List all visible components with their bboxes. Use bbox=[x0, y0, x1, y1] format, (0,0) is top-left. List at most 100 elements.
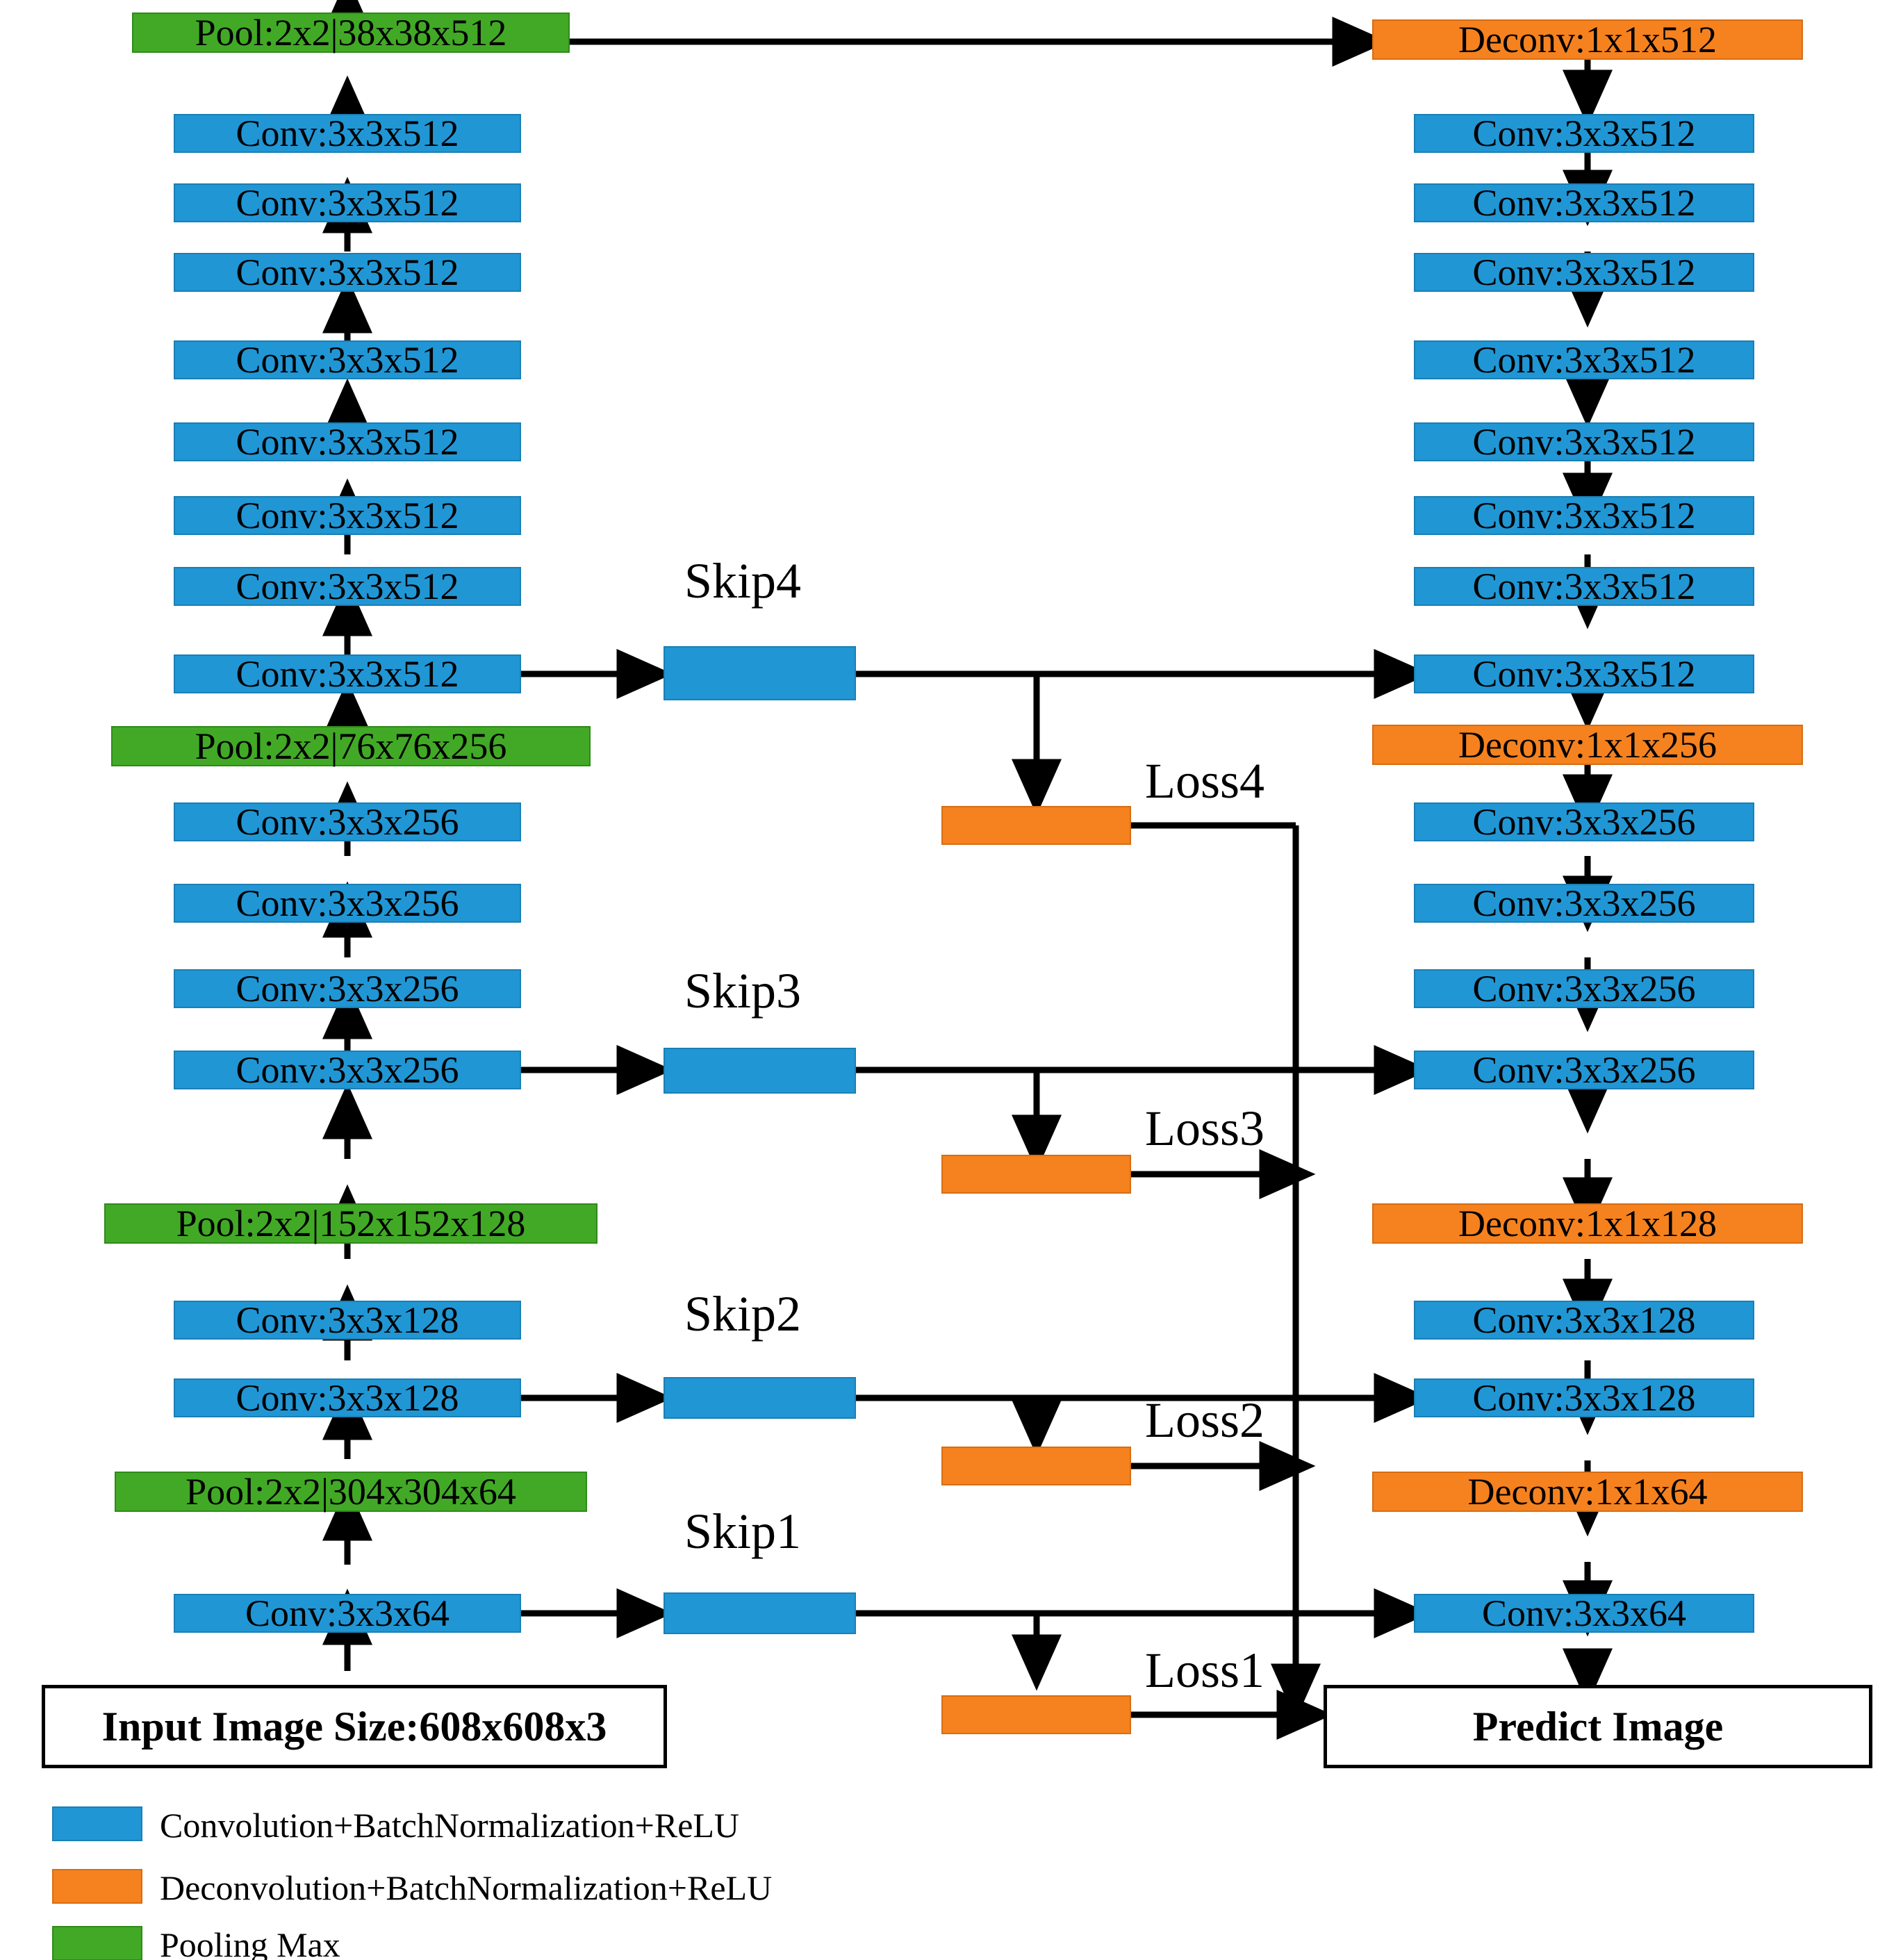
layer-label: Conv:3x3x512 bbox=[1472, 339, 1696, 381]
skip2-box[interactable] bbox=[664, 1377, 856, 1419]
decoder-conv-512-2[interactable]: Conv:3x3x512 bbox=[1414, 183, 1754, 222]
encoder-conv-512-3[interactable]: Conv:3x3x512 bbox=[174, 496, 521, 535]
decoder-deconv-64[interactable]: Deconv:1x1x64 bbox=[1372, 1472, 1803, 1512]
legend-swatch-pool bbox=[52, 1926, 142, 1960]
decoder-conv-512-6[interactable]: Conv:3x3x512 bbox=[1414, 496, 1754, 535]
decoder-conv-512-3[interactable]: Conv:3x3x512 bbox=[1414, 253, 1754, 292]
encoder-conv-256-2[interactable]: Conv:3x3x256 bbox=[174, 969, 521, 1008]
layer-label: Conv:3x3x256 bbox=[1472, 801, 1696, 843]
layer-label: Conv:3x3x512 bbox=[1472, 566, 1696, 607]
legend-swatch-conv bbox=[52, 1806, 142, 1841]
decoder-conv-512-7[interactable]: Conv:3x3x512 bbox=[1414, 567, 1754, 606]
encoder-pool-38[interactable]: Pool:2x2|38x38x512 bbox=[132, 13, 570, 53]
skip3-box[interactable] bbox=[664, 1048, 856, 1094]
decoder-deconv-128[interactable]: Deconv:1x1x128 bbox=[1372, 1203, 1803, 1244]
encoder-conv-64-1[interactable]: Conv:3x3x64 bbox=[174, 1594, 521, 1633]
layer-label: Conv:3x3x256 bbox=[1472, 882, 1696, 924]
predict-image-label: Predict Image bbox=[1472, 1704, 1724, 1749]
layer-label: Conv:3x3x512 bbox=[236, 495, 459, 536]
encoder-pool-304[interactable]: Pool:2x2|304x304x64 bbox=[115, 1472, 587, 1512]
layer-label: Conv:3x3x512 bbox=[236, 252, 459, 293]
layer-label: Conv:3x3x256 bbox=[236, 801, 459, 843]
decoder-conv-512-1[interactable]: Conv:3x3x512 bbox=[1414, 114, 1754, 153]
layer-label: Conv:3x3x512 bbox=[1472, 252, 1696, 293]
layer-label: Conv:3x3x256 bbox=[1472, 1049, 1696, 1091]
layer-label: Pool:2x2|152x152x128 bbox=[176, 1203, 526, 1244]
layer-label: Conv:3x3x512 bbox=[1472, 421, 1696, 463]
layer-label: Deconv:1x1x256 bbox=[1458, 724, 1717, 766]
legend-swatch-deconv bbox=[52, 1869, 142, 1904]
encoder-conv-128-2[interactable]: Conv:3x3x128 bbox=[174, 1301, 521, 1340]
loss1-box[interactable] bbox=[941, 1695, 1131, 1734]
layer-label: Conv:3x3x128 bbox=[236, 1377, 459, 1419]
decoder-deconv-256[interactable]: Deconv:1x1x256 bbox=[1372, 725, 1803, 765]
encoder-pool-152[interactable]: Pool:2x2|152x152x128 bbox=[104, 1203, 598, 1244]
encoder-conv-512-8[interactable]: Conv:3x3x512 bbox=[174, 114, 521, 153]
layer-label: Conv:3x3x128 bbox=[1472, 1299, 1696, 1341]
layer-label: Deconv:1x1x128 bbox=[1458, 1203, 1717, 1244]
encoder-conv-256-3[interactable]: Conv:3x3x256 bbox=[174, 884, 521, 923]
layer-label: Conv:3x3x128 bbox=[1472, 1377, 1696, 1419]
decoder-conv-256-2[interactable]: Conv:3x3x256 bbox=[1414, 884, 1754, 923]
encoder-conv-256-4[interactable]: Conv:3x3x256 bbox=[174, 802, 521, 841]
layer-label: Conv:3x3x64 bbox=[1481, 1592, 1687, 1634]
layer-label: Conv:3x3x256 bbox=[236, 882, 459, 924]
loss3-label: Loss3 bbox=[1145, 1101, 1265, 1156]
decoder-conv-512-5[interactable]: Conv:3x3x512 bbox=[1414, 422, 1754, 461]
encoder-conv-512-1[interactable]: Conv:3x3x512 bbox=[174, 654, 521, 693]
decoder-deconv-512[interactable]: Deconv:1x1x512 bbox=[1372, 19, 1803, 60]
layer-label: Pool:2x2|304x304x64 bbox=[186, 1471, 516, 1513]
layer-label: Conv:3x3x512 bbox=[236, 339, 459, 381]
layer-label: Deconv:1x1x512 bbox=[1458, 19, 1717, 60]
decoder-conv-512-8[interactable]: Conv:3x3x512 bbox=[1414, 654, 1754, 693]
layer-label: Conv:3x3x256 bbox=[236, 1049, 459, 1091]
input-image-label: Input Image Size:608x608x3 bbox=[101, 1704, 607, 1749]
layer-label: Conv:3x3x128 bbox=[236, 1299, 459, 1341]
decoder-conv-256-3[interactable]: Conv:3x3x256 bbox=[1414, 969, 1754, 1008]
loss4-label: Loss4 bbox=[1145, 753, 1265, 809]
loss2-label: Loss2 bbox=[1145, 1392, 1265, 1448]
layer-label: Conv:3x3x512 bbox=[236, 113, 459, 154]
encoder-conv-256-1[interactable]: Conv:3x3x256 bbox=[174, 1051, 521, 1089]
encoder-conv-512-7[interactable]: Conv:3x3x512 bbox=[174, 183, 521, 222]
input-image-box: Input Image Size:608x608x3 bbox=[42, 1685, 667, 1768]
decoder-conv-256-1[interactable]: Conv:3x3x256 bbox=[1414, 802, 1754, 841]
predict-image-box: Predict Image bbox=[1324, 1685, 1872, 1768]
encoder-conv-512-2[interactable]: Conv:3x3x512 bbox=[174, 567, 521, 606]
decoder-conv-64-1[interactable]: Conv:3x3x64 bbox=[1414, 1594, 1754, 1633]
layer-label: Pool:2x2|38x38x512 bbox=[195, 12, 507, 53]
loss4-box[interactable] bbox=[941, 806, 1131, 845]
legend-label-conv: Convolution+BatchNormalization+ReLU bbox=[160, 1806, 740, 1845]
skip1-label: Skip1 bbox=[684, 1504, 802, 1559]
layer-label: Conv:3x3x512 bbox=[1472, 113, 1696, 154]
encoder-conv-128-1[interactable]: Conv:3x3x128 bbox=[174, 1378, 521, 1417]
loss3-box[interactable] bbox=[941, 1155, 1131, 1194]
decoder-conv-512-4[interactable]: Conv:3x3x512 bbox=[1414, 340, 1754, 379]
layer-label: Conv:3x3x256 bbox=[236, 968, 459, 1010]
encoder-conv-512-6[interactable]: Conv:3x3x512 bbox=[174, 253, 521, 292]
skip2-label: Skip2 bbox=[684, 1286, 802, 1342]
layer-label: Conv:3x3x256 bbox=[1472, 968, 1696, 1010]
layer-label: Conv:3x3x512 bbox=[236, 421, 459, 463]
decoder-conv-256-4[interactable]: Conv:3x3x256 bbox=[1414, 1051, 1754, 1089]
layer-label: Conv:3x3x512 bbox=[236, 182, 459, 224]
decoder-conv-128-1[interactable]: Conv:3x3x128 bbox=[1414, 1301, 1754, 1340]
layer-label: Conv:3x3x512 bbox=[236, 653, 459, 695]
skip3-label: Skip3 bbox=[684, 963, 802, 1019]
encoder-conv-512-5[interactable]: Conv:3x3x512 bbox=[174, 340, 521, 379]
layer-label: Conv:3x3x512 bbox=[236, 566, 459, 607]
layer-label: Conv:3x3x64 bbox=[245, 1592, 450, 1634]
encoder-conv-512-4[interactable]: Conv:3x3x512 bbox=[174, 422, 521, 461]
loss2-box[interactable] bbox=[941, 1447, 1131, 1485]
legend-label-deconv: Deconvolution+BatchNormalization+ReLU bbox=[160, 1868, 773, 1907]
layer-label: Conv:3x3x512 bbox=[1472, 495, 1696, 536]
loss1-label: Loss1 bbox=[1145, 1642, 1265, 1698]
layer-label: Conv:3x3x512 bbox=[1472, 182, 1696, 224]
skip1-box[interactable] bbox=[664, 1592, 856, 1634]
layer-label: Pool:2x2|76x76x256 bbox=[195, 725, 507, 767]
layer-label: Deconv:1x1x64 bbox=[1467, 1471, 1708, 1513]
decoder-conv-128-2[interactable]: Conv:3x3x128 bbox=[1414, 1378, 1754, 1417]
skip4-box[interactable] bbox=[664, 646, 856, 700]
encoder-pool-76[interactable]: Pool:2x2|76x76x256 bbox=[111, 726, 591, 766]
